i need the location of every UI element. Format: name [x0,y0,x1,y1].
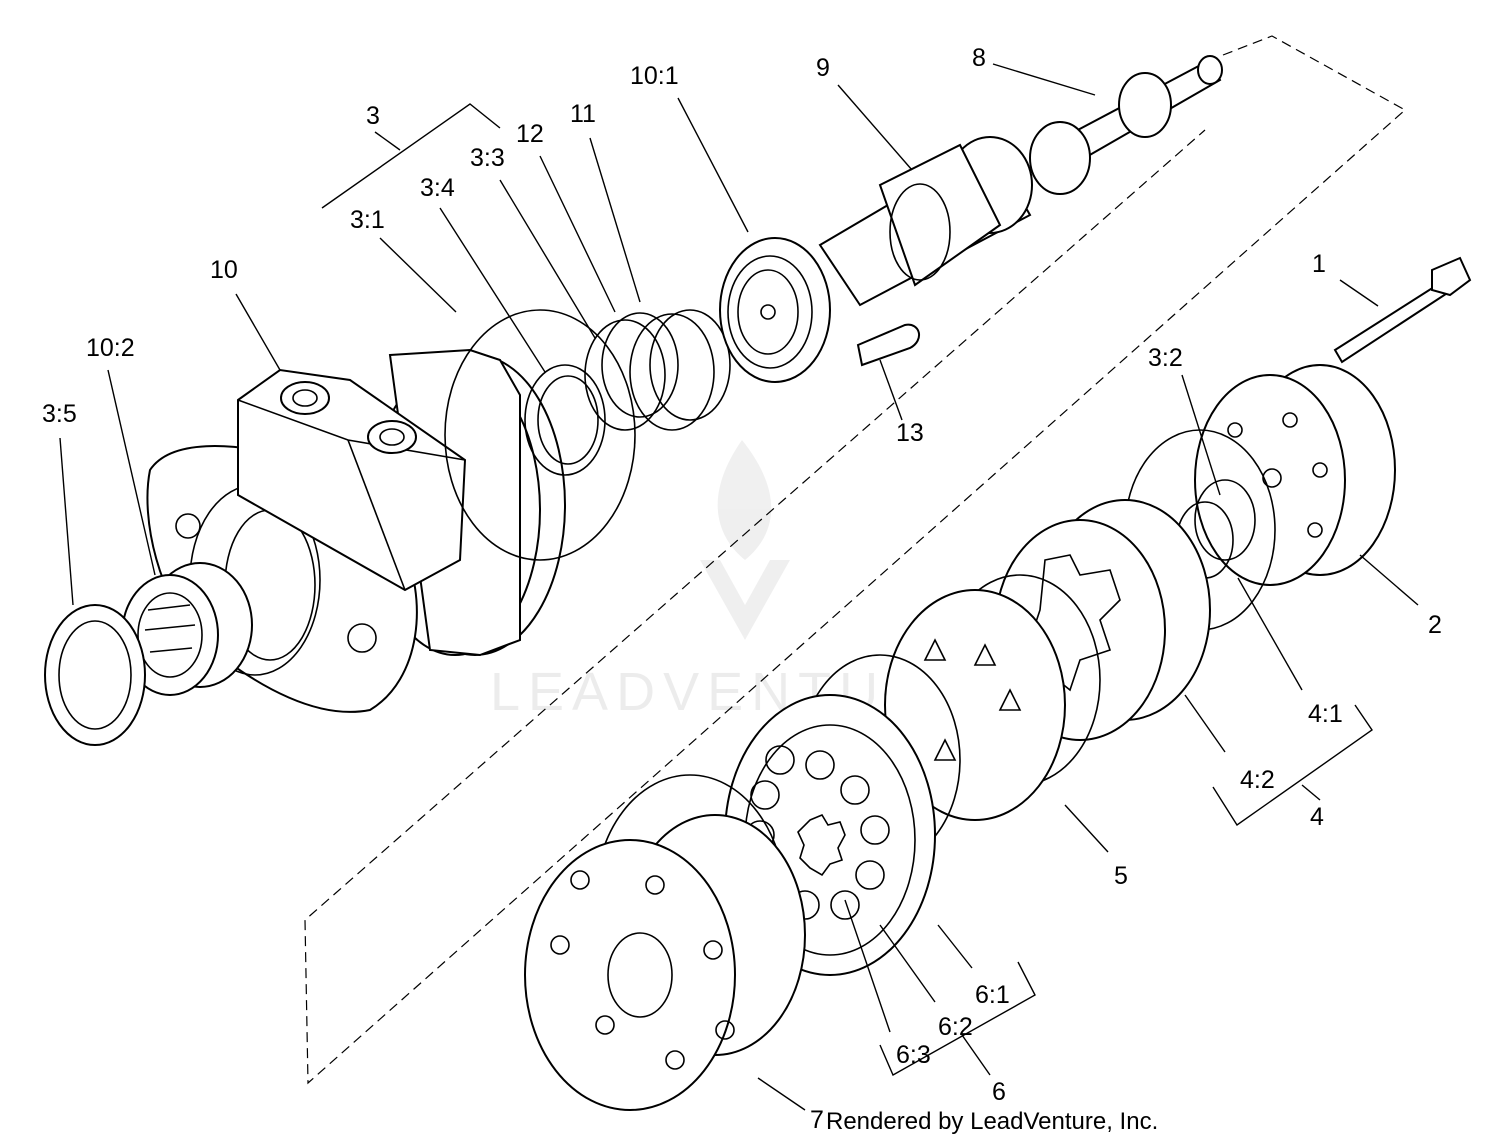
label-8: 8 [972,44,986,72]
drive-link [1029,55,1223,195]
part-labels: 1 2 3 3:1 3:2 3:3 3:4 3:5 4 4:1 4:2 5 6 … [42,44,1442,1134]
label-12: 12 [516,120,544,148]
label-3-3: 3:3 [470,144,505,172]
label-3: 3 [366,102,380,130]
label-1: 1 [1312,250,1326,278]
label-7: 7 [810,1106,824,1134]
render-credit: Rendered by LeadVenture, Inc. [826,1108,1159,1135]
thrust-bearing [719,237,831,383]
seal-ring [524,364,606,476]
assembly-dashed-outline [304,35,1407,1085]
watermark-logo [700,440,790,640]
label-4: 4 [1310,803,1324,831]
label-4-1: 4:1 [1308,700,1343,728]
label-3-1: 3:1 [350,206,385,234]
leader-lines [59,63,1419,1111]
label-6: 6 [992,1078,1006,1106]
valve-plate [884,574,1101,821]
label-10-1: 10:1 [630,62,679,90]
label-10-2: 10:2 [86,334,135,362]
end-plate [524,774,806,1111]
shaft-seal [44,604,146,746]
end-cap [1194,364,1396,586]
label-6-2: 6:2 [938,1013,973,1041]
label-4-2: 4:2 [1240,766,1275,794]
label-6-3: 6:3 [896,1041,931,1069]
large-o-ring [444,309,636,561]
label-3-4: 3:4 [420,174,455,202]
drive-shaft [818,136,1033,307]
label-13: 13 [896,419,924,447]
label-11: 11 [570,100,596,128]
bolt [1333,256,1472,364]
label-3-5: 3:5 [42,400,77,428]
label-6-1: 6:1 [975,981,1010,1009]
woodruff-key [856,323,920,367]
label-3-2: 3:2 [1148,344,1183,372]
washer-rings [584,309,731,431]
label-2: 2 [1428,611,1442,639]
label-9: 9 [816,54,830,82]
roller-bearing [121,562,253,696]
label-10: 10 [210,256,238,284]
label-5: 5 [1114,862,1128,890]
